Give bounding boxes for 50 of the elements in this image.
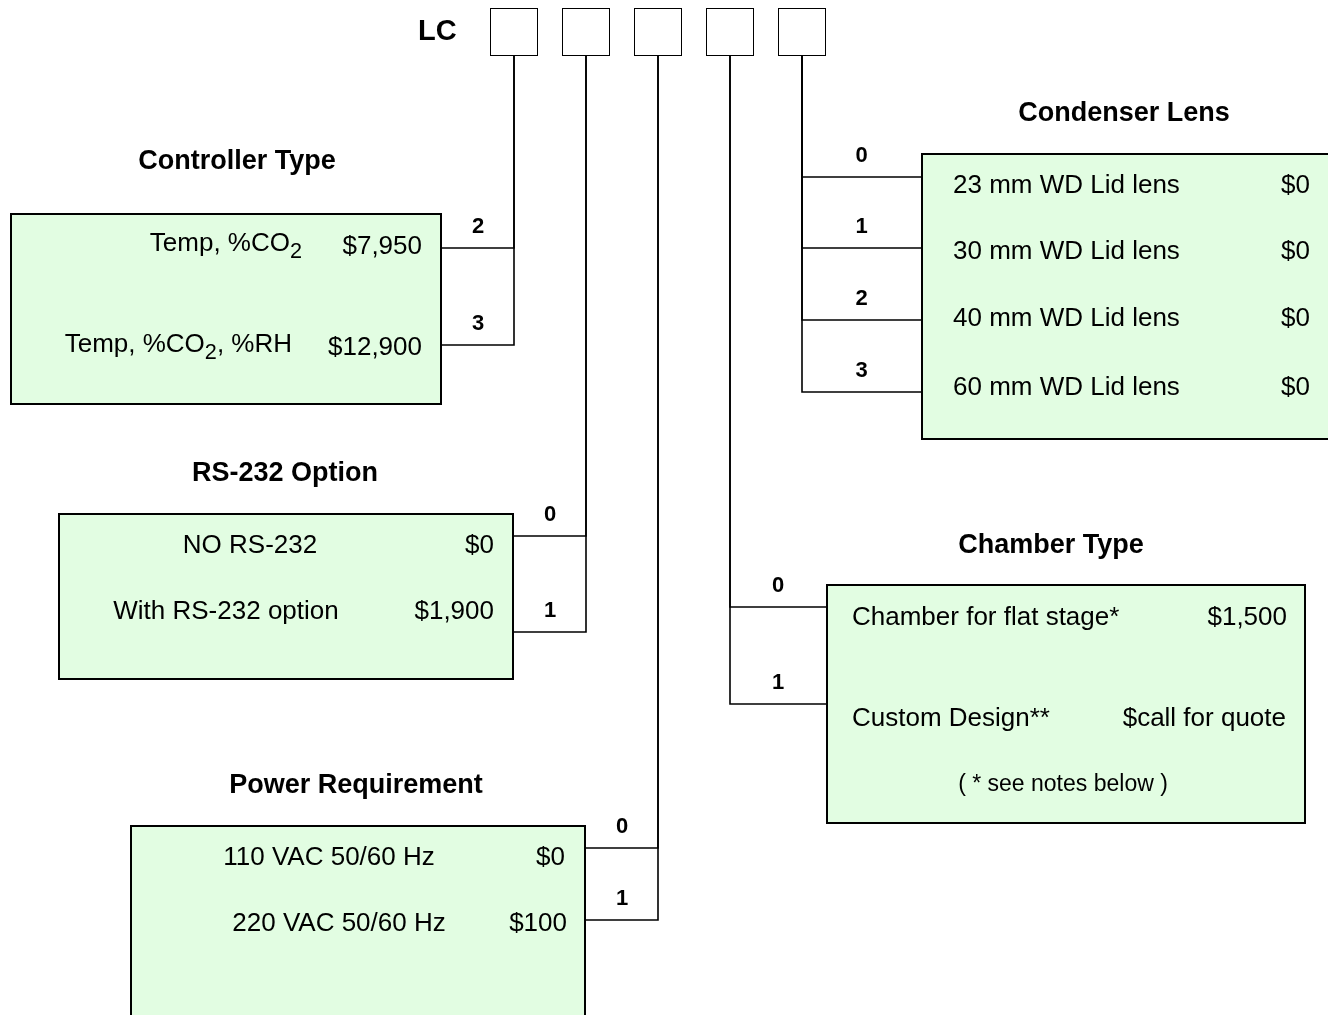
price-text: $0: [536, 842, 565, 872]
group-heading: Condenser Lens: [1018, 96, 1230, 129]
price-text: $7,950: [342, 231, 422, 261]
note-text: ( * see notes below ): [958, 769, 1168, 797]
edge-label: 1: [615, 887, 629, 909]
option-text: Temp, %CO$_{2}$: [149, 228, 302, 264]
option-text: 30 mm WD Lid lens: [953, 236, 1180, 266]
price-text: $call for quote: [1122, 703, 1286, 733]
connector-line: [441, 55, 515, 346]
option-text: 220 VAC 50/60 Hz: [232, 908, 446, 938]
group-heading: Chamber Type: [958, 528, 1144, 561]
price-text: $0: [1281, 372, 1310, 402]
group-heading: Controller Type: [138, 144, 336, 177]
price-text: $0: [465, 530, 494, 560]
price-text: $100: [509, 908, 567, 938]
code-box: [634, 8, 682, 56]
code-box: [490, 8, 538, 56]
option-text: Chamber for flat stage*: [852, 602, 1120, 632]
edge-label: 0: [855, 144, 868, 166]
price-text: $1,900: [414, 596, 494, 626]
code-box: [706, 8, 754, 56]
edge-label: 1: [543, 599, 557, 621]
price-text: $0: [1281, 303, 1310, 333]
connector-line: [513, 55, 587, 633]
price-text: $0: [1281, 170, 1310, 200]
option-text: NO RS-232: [182, 530, 318, 560]
code-prefix: LC: [418, 14, 457, 48]
edge-label: 0: [771, 574, 785, 596]
edge-label: 3: [855, 359, 868, 381]
code-box: [778, 8, 826, 56]
option-text: 60 mm WD Lid lens: [953, 372, 1180, 402]
edge-label: 1: [771, 671, 785, 693]
edge-label: 1: [855, 215, 868, 237]
edge-label: 3: [471, 312, 485, 334]
group-heading: RS-232 Option: [192, 456, 378, 489]
option-text: Custom Design**: [852, 703, 1050, 733]
option-text: 40 mm WD Lid lens: [953, 303, 1180, 333]
group-heading: Power Requirement: [229, 768, 483, 801]
price-text: $1,500: [1207, 602, 1287, 632]
edge-label: 2: [471, 215, 485, 237]
option-text: 110 VAC 50/60 Hz: [223, 842, 435, 872]
edge-label: 0: [543, 503, 557, 525]
price-text: $0: [1281, 236, 1310, 266]
option-text: Temp, %CO$_{2}$, %RH: [64, 329, 292, 365]
edge-label: 0: [615, 815, 629, 837]
option-text: 23 mm WD Lid lens: [953, 170, 1180, 200]
code-box: [562, 8, 610, 56]
price-text: $12,900: [328, 332, 422, 362]
option-text: With RS-232 option: [113, 596, 339, 626]
edge-label: 2: [855, 287, 868, 309]
